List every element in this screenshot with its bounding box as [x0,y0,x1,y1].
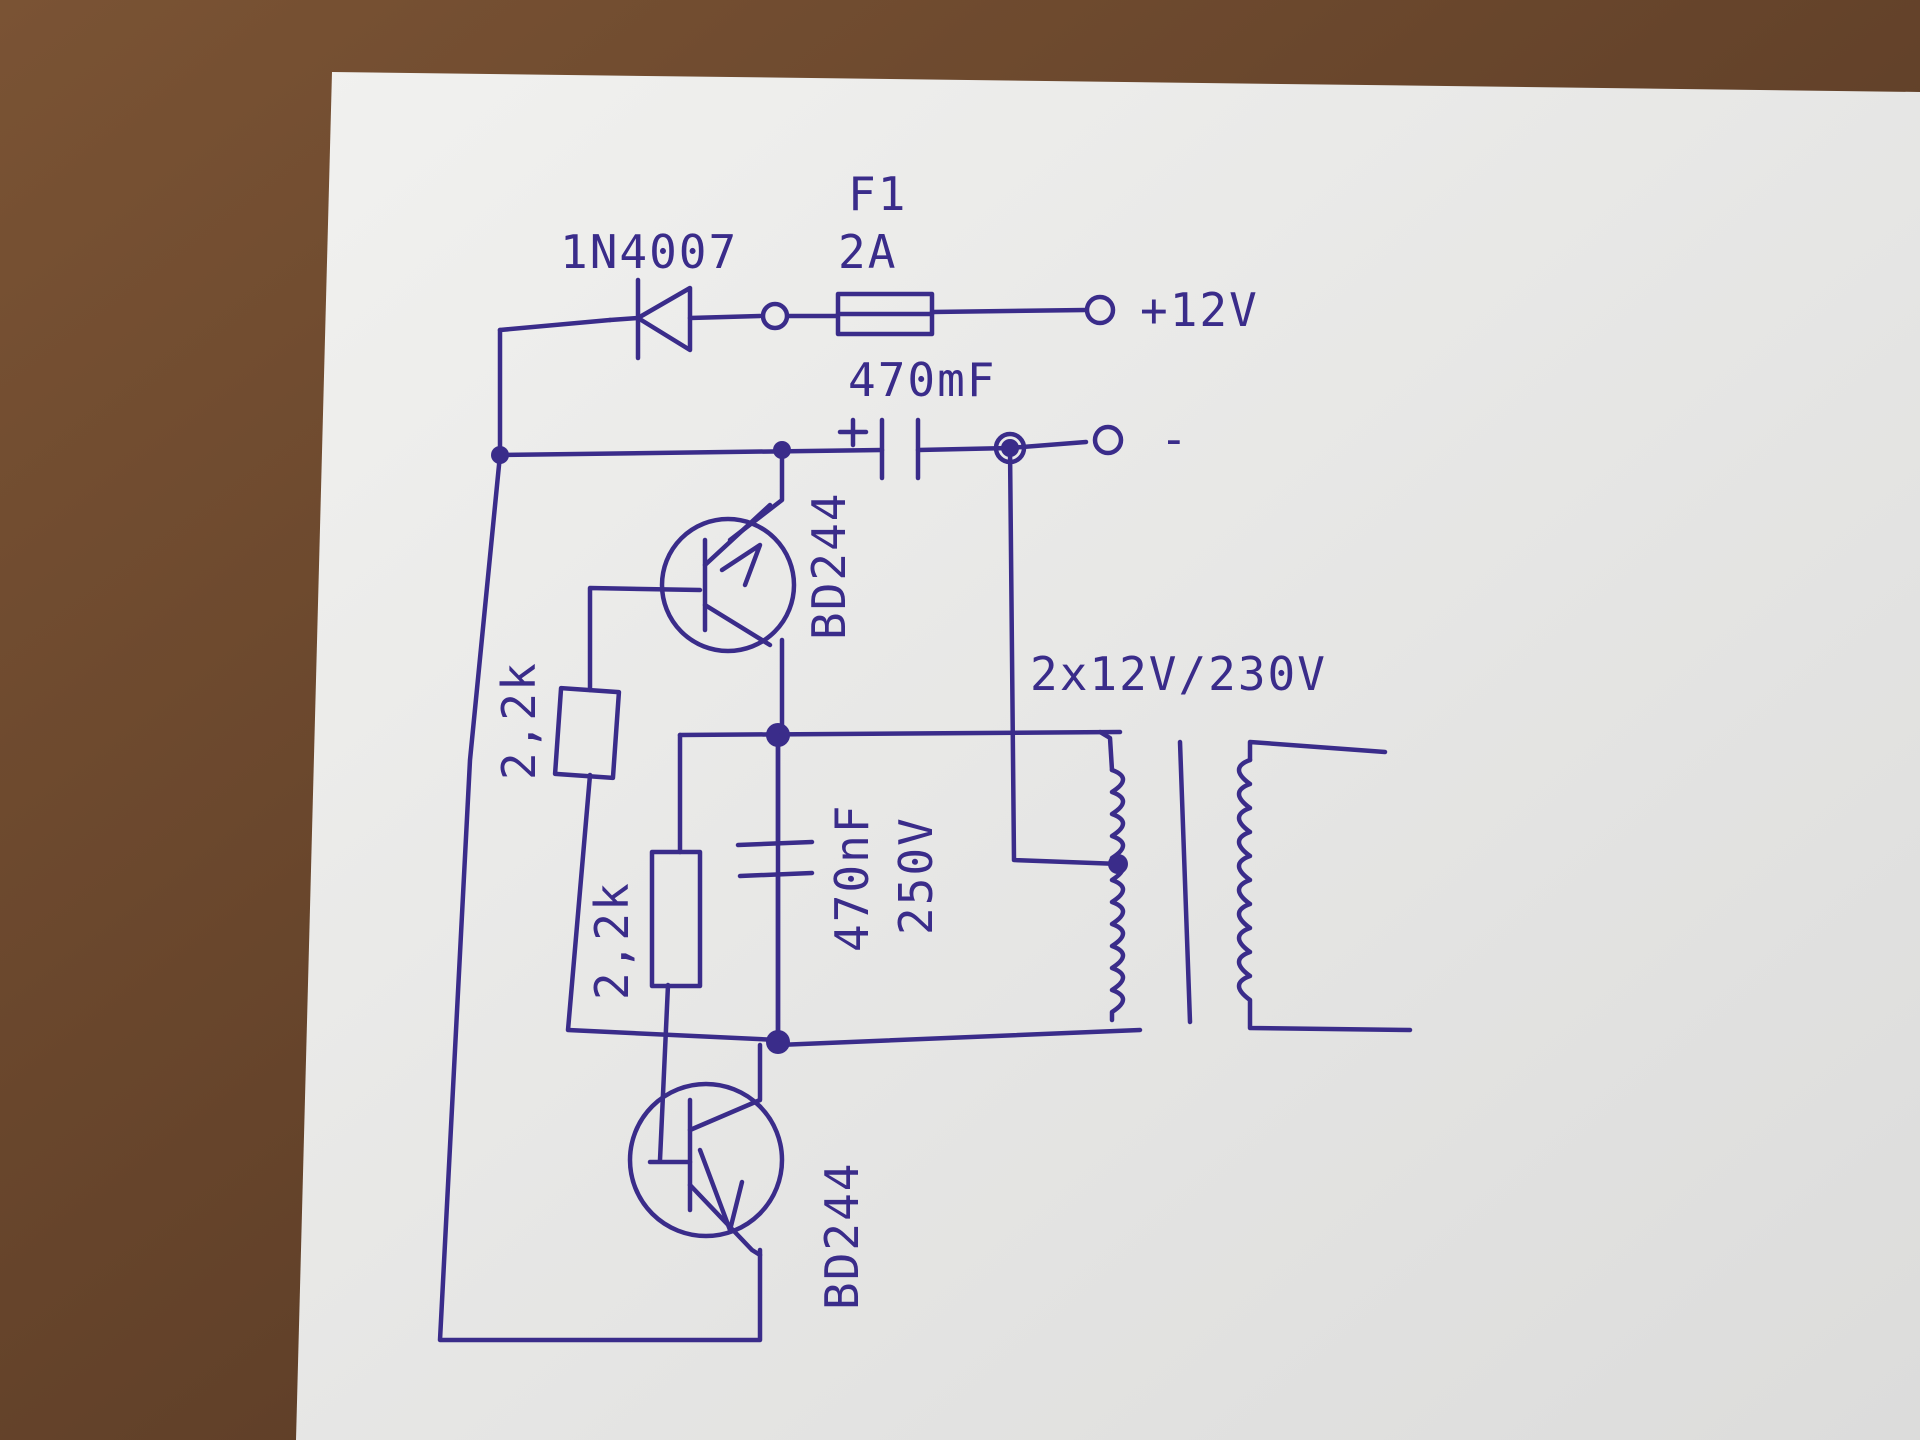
transistor-bd244-bottom [627,1042,785,1258]
wire-to-primary-top [677,729,1123,738]
transformer-primary [1097,729,1126,1023]
label-minus: - [1160,412,1190,466]
label-fuse-rating: 2A [838,225,897,279]
resistor-1 [552,685,622,781]
wire-diode-node [687,313,763,321]
wire-to-centertap [1007,445,1123,867]
junction-minus-ring [993,431,1027,465]
wire-mid-rail [497,447,885,458]
terminal-minus [1092,424,1124,456]
junction-left [491,446,509,464]
label-resistor-1: 2,2k [492,661,546,780]
wire-res1-bottom [565,772,781,1043]
transformer-secondary [1236,739,1413,1033]
paper-sheet [296,72,1920,1440]
label-plus-12v: +12V [1140,283,1259,337]
junction-minus [1001,439,1019,457]
junction-collector [773,441,791,459]
wire-top-left [497,317,613,333]
label-cap-mid-value: 470nF [825,804,879,952]
diode-1n4007 [607,277,693,361]
resistor-2 [649,849,703,989]
label-transistor-bottom: BD244 [815,1162,869,1310]
wire-res2-bottom [657,982,671,1163]
wire-left-rail [437,327,763,1343]
terminal-node-diode-fuse [760,301,790,331]
wire-to-primary-bottom [775,1027,1143,1048]
label-diode: 1N4007 [560,225,738,279]
capacitor-470mf [837,417,921,481]
transformer-core [1177,739,1193,1025]
label-transformer: 2x12V/230V [1030,647,1327,701]
terminal-plus-12v [1084,294,1116,326]
label-resistor-2: 2,2k [585,881,639,1000]
wire-fuse-plus [929,307,1089,315]
label-fuse-ref: F1 [848,167,907,221]
label-cap-mid-voltage: 250V [889,816,943,935]
label-transistor-top: BD244 [802,492,856,640]
transistor-bd244-top [659,502,797,654]
capacitor-470nf [735,732,815,1043]
label-cap-top-value: 470mF [848,353,996,407]
